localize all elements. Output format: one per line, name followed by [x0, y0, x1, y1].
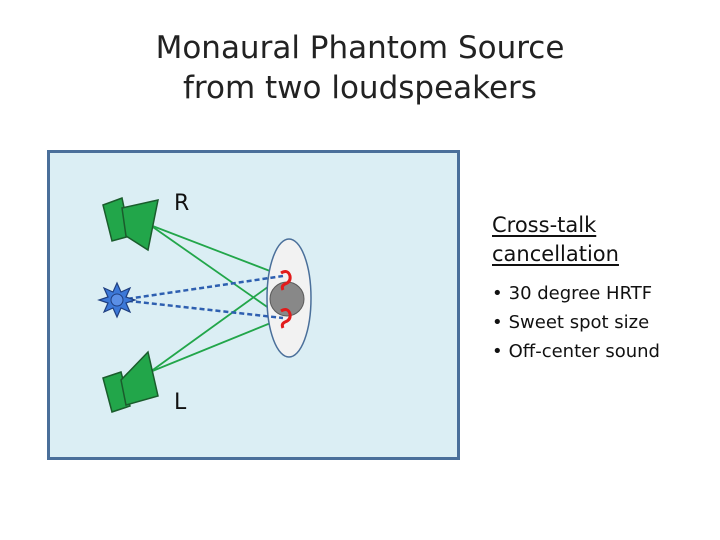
speaker-right-label: R [174, 191, 190, 216]
phantom-source-icon [97, 281, 137, 319]
phantom-path-right-ear [119, 298, 284, 320]
speaker-left-label: L [174, 390, 187, 415]
path-r-to-left-ear [149, 224, 284, 277]
left-ear-icon [280, 270, 292, 291]
bullet-item: 30 degree HRTF [492, 279, 660, 308]
speaker-left-icon [102, 350, 159, 413]
heading-line-1: Cross-talk [492, 213, 597, 237]
path-r-to-right-ear [149, 224, 284, 319]
speaker-right-icon [102, 196, 159, 252]
bullet-list: 30 degree HRTF Sweet spot size Off-cente… [492, 279, 660, 366]
heading-line-2: cancellation [492, 242, 619, 266]
title-line-2: from two loudspeakers [183, 70, 537, 106]
slide-title: Monaural Phantom Source from two loudspe… [0, 28, 720, 108]
title-line-1: Monaural Phantom Source [155, 30, 565, 66]
path-l-to-right-ear [149, 317, 284, 373]
bullet-item: Sweet spot size [492, 308, 660, 337]
phantom-path-left-ear [119, 274, 284, 302]
crosstalk-heading: Cross-talk cancellation [492, 211, 619, 269]
bullet-item: Off-center sound [492, 337, 660, 366]
right-ear-icon [280, 308, 292, 329]
path-l-to-left-ear [149, 275, 284, 373]
